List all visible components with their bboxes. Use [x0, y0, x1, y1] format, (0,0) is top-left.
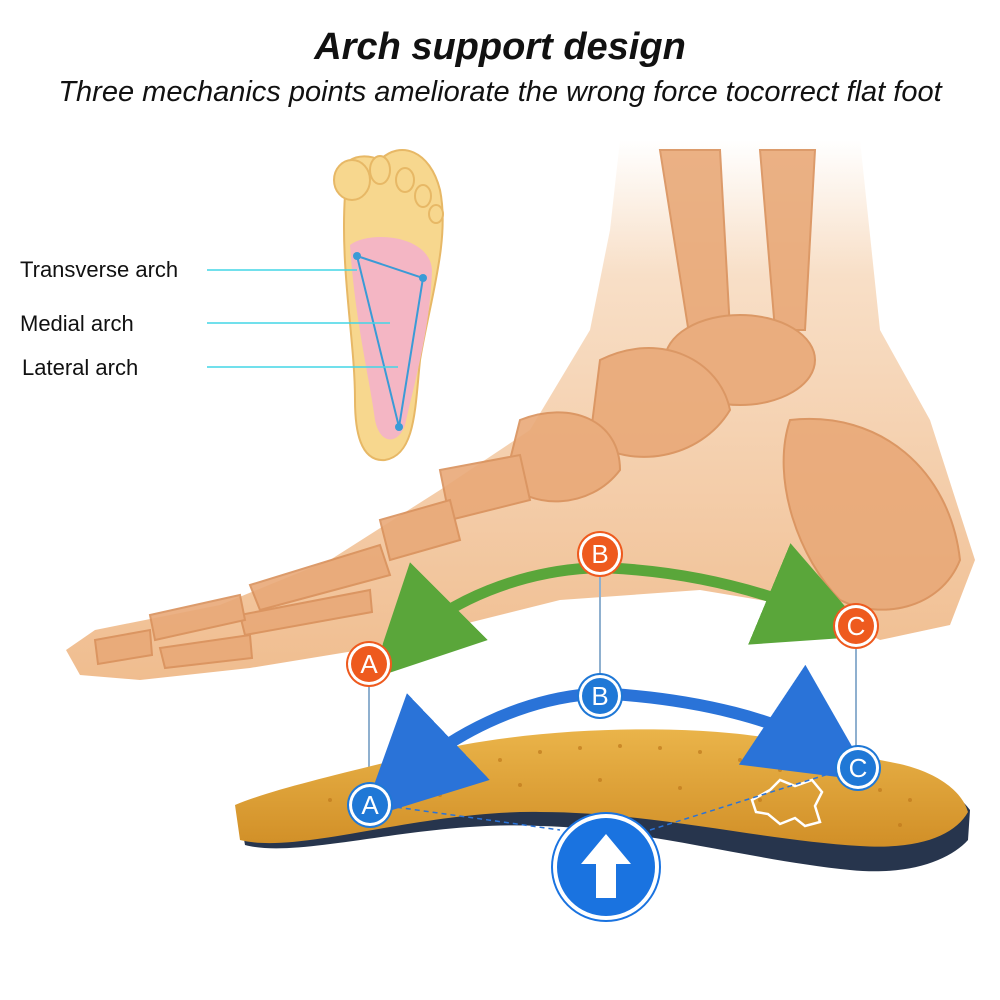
- green-force-arrows: [371, 543, 871, 679]
- up-arrow-icon: [581, 834, 631, 898]
- label-medial-arch: Medial arch: [20, 311, 134, 336]
- label-lateral-arch: Lateral arch: [22, 355, 139, 380]
- label-transverse-arch: Transverse arch: [20, 257, 179, 282]
- marker-foot-c: C: [838, 608, 874, 644]
- page-subtitle: Three mechanics points ameliorate the wr…: [58, 76, 942, 108]
- support-badge: [557, 818, 655, 916]
- marker-insole-b: B: [582, 678, 618, 714]
- blue-force-arrows: [361, 664, 872, 820]
- page-title: Arch support design: [314, 26, 686, 68]
- arch-leader-lines: [207, 269, 398, 368]
- marker-insole-c: C: [840, 750, 876, 786]
- marker-foot-b: B: [582, 536, 618, 572]
- marker-foot-a: A: [351, 646, 387, 682]
- foot-silhouette: [66, 140, 975, 680]
- foot-bones: [93, 149, 962, 670]
- marker-insole-a: A: [352, 787, 388, 823]
- sole-diagram: [333, 149, 444, 462]
